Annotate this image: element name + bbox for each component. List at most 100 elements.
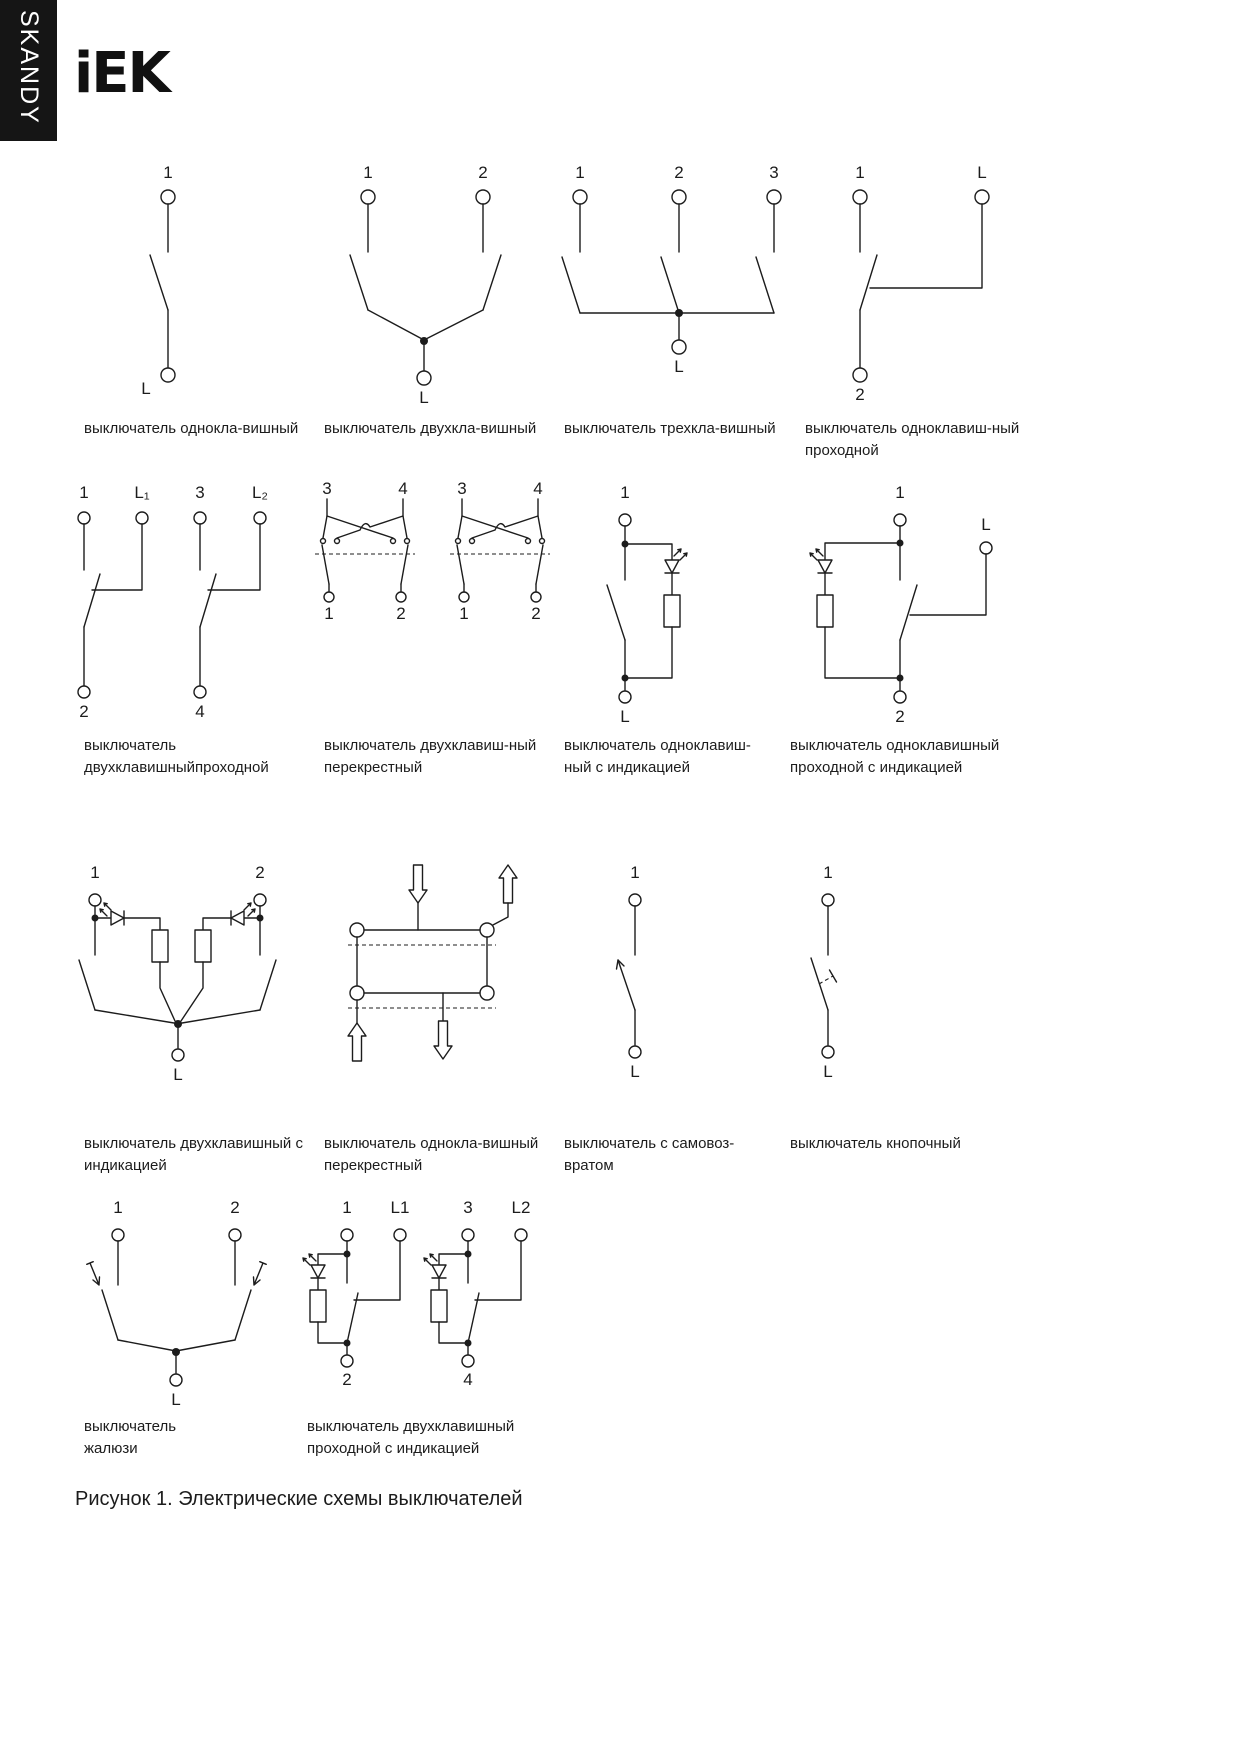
- terminal: [77, 685, 91, 699]
- single-two-way-indicator-schematic: 1 L 2: [809, 483, 993, 726]
- terminal-label: 2: [342, 1370, 351, 1389]
- terminal-label: 1: [324, 604, 333, 623]
- terminal-label: 1: [459, 604, 468, 623]
- resistor: [194, 929, 212, 963]
- terminal-label: L: [823, 1062, 832, 1081]
- terminal-label: L: [141, 379, 150, 398]
- contact: [454, 537, 462, 545]
- terminal-label: 2: [478, 163, 487, 182]
- terminal: [169, 1373, 183, 1387]
- single-crossover-schematic: [347, 864, 518, 1062]
- wire: [83, 523, 143, 591]
- terminal: [821, 893, 835, 907]
- terminal-label: 3: [463, 1198, 472, 1217]
- push-actuator-bar: [828, 969, 838, 983]
- switch-blade: [859, 254, 878, 311]
- terminal: [852, 189, 868, 205]
- wire: [317, 1321, 348, 1344]
- switch-blade: [349, 254, 502, 311]
- diagram-caption: выключатель трехкла-вишный: [564, 420, 776, 437]
- wire: [328, 583, 402, 593]
- push-actuator: [818, 975, 834, 985]
- double-indicator-schematic: 1 2 L: [78, 863, 277, 1084]
- terminal-label: 2: [895, 707, 904, 726]
- terminal-label: 3: [457, 479, 466, 498]
- switch-blade: [899, 584, 918, 641]
- terminal-label: 4: [463, 1370, 472, 1389]
- diagram-caption: выключатель двухкла-вишный: [324, 420, 537, 437]
- switch-blade: [606, 584, 626, 641]
- diagram-caption: выключатель двухклавишный проходной с ин…: [307, 1418, 515, 1457]
- resistor: [663, 594, 681, 628]
- wire: [117, 1339, 236, 1374]
- terminal: [253, 511, 267, 525]
- contact: [468, 537, 476, 545]
- terminal-label: L: [981, 515, 990, 534]
- terminal: [228, 1228, 242, 1242]
- terminal-label: L: [171, 1390, 180, 1409]
- resistor: [430, 1289, 448, 1323]
- wire: [624, 626, 673, 679]
- crossover-unit: 3 4 1 2: [315, 479, 415, 623]
- terminal: [475, 189, 491, 205]
- resistor: [816, 594, 834, 628]
- terminal: [852, 367, 868, 383]
- contact: [389, 537, 397, 545]
- terminal: [458, 591, 470, 603]
- terminal: [323, 591, 335, 603]
- wire: [824, 626, 901, 679]
- terminal-label: 1: [620, 483, 629, 502]
- terminal: [360, 189, 376, 205]
- figure-caption: Рисунок 1. Электрические схемы выключате…: [75, 1488, 523, 1510]
- diagram-caption: выключатель однокла-вишный: [84, 420, 299, 437]
- terminal: [160, 189, 176, 205]
- arrow-down-icon: [433, 1020, 453, 1060]
- terminal-label: L1: [391, 1198, 410, 1217]
- wire: [199, 523, 261, 591]
- wire: [356, 992, 444, 1024]
- terminal: [77, 511, 91, 525]
- terminal: [671, 339, 687, 355]
- wire: [471, 515, 539, 539]
- diagram-caption: выключатель двухклавишныйпроходной: [84, 737, 269, 776]
- wire: [579, 312, 775, 341]
- wire: [346, 1240, 401, 1301]
- terminal-label: 3: [322, 479, 331, 498]
- wire: [463, 583, 537, 593]
- terminal-label: 2: [674, 163, 683, 182]
- terminal-label: 4: [533, 479, 542, 498]
- wire: [457, 498, 543, 539]
- brand-bar: SKANDY: [0, 0, 57, 141]
- terminal-label: 2: [255, 863, 264, 882]
- switch-blade: [321, 544, 409, 585]
- wire: [180, 961, 204, 1022]
- wire: [438, 1253, 469, 1266]
- diagram-caption: выключатель с самовоз- вратом: [564, 1135, 735, 1174]
- terminal-label: L: [630, 1062, 639, 1081]
- diagram-caption: выключатель двухклавиш-ный перекрестный: [324, 737, 537, 776]
- terminal-label: 1: [363, 163, 372, 182]
- terminal-label: 2: [531, 604, 540, 623]
- switch-blade: [456, 544, 544, 585]
- switch-blade: [199, 573, 217, 628]
- crossover-unit: 3 4 1 2: [450, 479, 550, 623]
- diagram-caption: выключатель одноклавиш-ный проходной: [805, 420, 1020, 459]
- terminal: [160, 367, 176, 383]
- terminal: [628, 893, 642, 907]
- terminal: [340, 1228, 354, 1242]
- wire: [117, 1240, 236, 1286]
- terminal: [618, 690, 632, 704]
- wire: [317, 1253, 348, 1266]
- single-indicator-schematic: 1 L: [606, 483, 688, 726]
- switch-blade: [346, 1292, 359, 1344]
- diagram-caption: выключатель жалюзи: [84, 1418, 177, 1457]
- wire: [824, 525, 901, 561]
- terminal-label: 1: [823, 863, 832, 882]
- led-icon: [664, 548, 688, 574]
- arrow-down-icon: [408, 864, 428, 904]
- wire: [94, 917, 261, 956]
- led-icon: [809, 548, 833, 574]
- junction-dot: [172, 1348, 180, 1356]
- terminal: [893, 690, 907, 704]
- arrow-up-icon: [347, 1022, 367, 1062]
